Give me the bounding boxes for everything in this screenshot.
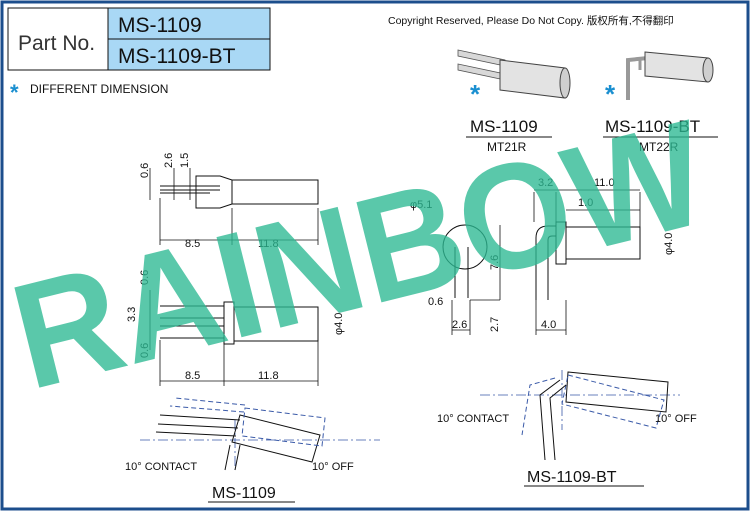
dim-top-3: 8.5 [185, 238, 200, 250]
dim-side-1: 3.3 [126, 307, 138, 322]
tilt-contact-label-2: 10° CONTACT [437, 413, 509, 425]
dim-bt-2: 1.0 [578, 197, 593, 209]
watermark-text: RAINBOW [0, 87, 722, 421]
thumb-asterisk-icon: * [470, 79, 481, 109]
dim-bt-0: 3.2 [538, 177, 553, 189]
thumb-ms1109bt-code: MT22R [639, 140, 679, 154]
asterisk-note: DIFFERENT DIMENSION [30, 82, 168, 96]
dim-side-2: 0.6 [139, 343, 151, 358]
dim-bt-1: 11.0 [594, 177, 615, 189]
thumb-ms1109bt-name: MS-1109-BT [605, 117, 700, 136]
ms1109bt-view [442, 189, 641, 335]
dim-top-4: 11.8 [258, 238, 279, 250]
thumbnail-ms1109bt: * [605, 51, 714, 109]
asterisk-icon: * [10, 80, 19, 105]
dim-bt-7: 2.6 [452, 319, 467, 331]
model-ms1109: MS-1109 [118, 14, 202, 37]
dim-bt-5: φ4.0 [663, 233, 675, 255]
dim-bt-3: φ5.1 [410, 199, 432, 211]
copyright-notice: Copyright Reserved, Please Do Not Copy. … [388, 14, 674, 27]
dim-bt-4: 7.6 [489, 255, 501, 270]
dim-side-4: 8.5 [185, 370, 200, 382]
tilt-off-label-2: 10° OFF [655, 413, 697, 425]
ms1109-top-view [149, 168, 319, 245]
thumb-ms1109-name: MS-1109 [470, 117, 538, 136]
thumbnail-ms1109: * [457, 49, 571, 109]
model-ms1109bt: MS-1109-BT [118, 45, 236, 68]
tilt-contact-label-1: 10° CONTACT [125, 461, 197, 473]
dim-top-1: 2.6 [163, 153, 175, 168]
bottom-label-ms1109bt: MS-1109-BT [527, 469, 617, 486]
ms1109bt-tilt-diagram [480, 370, 680, 461]
dim-bt-6: 0.6 [428, 296, 443, 308]
thumb-ms1109-code: MT21R [487, 140, 527, 154]
tilt-off-label-1: 10° OFF [312, 461, 354, 473]
dim-bt-8: 2.7 [489, 317, 501, 332]
ms1109-tilt-diagram [140, 397, 380, 471]
dim-top-0: 0.6 [139, 163, 151, 178]
dim-bt-9: 4.0 [541, 319, 556, 331]
ms1109-side-view [149, 290, 319, 386]
part-number-box: Part No. MS-1109 MS-1109-BT [7, 7, 271, 71]
thumb-asterisk-icon-2: * [605, 79, 616, 109]
part-label: Part No. [18, 32, 95, 55]
dim-side-3: φ4.0 [333, 313, 345, 335]
bottom-label-ms1109: MS-1109 [212, 485, 276, 502]
dim-side-0: 0.6 [139, 270, 151, 285]
dim-top-2: 1.5 [179, 153, 191, 168]
dim-side-5: 11.8 [258, 370, 279, 382]
